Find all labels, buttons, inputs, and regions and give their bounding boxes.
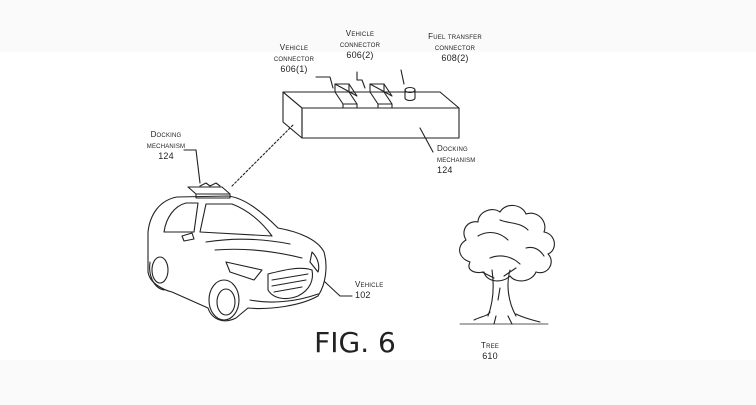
label-line: Vehicle bbox=[279, 43, 309, 52]
label-docking-mechanism-detail: Docking mechanism 124 bbox=[437, 143, 507, 176]
label-line: connector bbox=[339, 40, 381, 49]
label-fuel-transfer-connector: Fuel transfer connector 608(2) bbox=[410, 31, 500, 64]
reference-number: 606(2) bbox=[346, 50, 374, 60]
label-tree: Tree 610 bbox=[465, 340, 515, 362]
top-band bbox=[0, 0, 756, 52]
label-docking-mechanism-car: Docking mechanism 124 bbox=[136, 129, 196, 162]
figure-label: FIG. 6 bbox=[314, 326, 396, 359]
label-line: Tree bbox=[480, 341, 500, 350]
fuel-transfer-connector-shape bbox=[404, 86, 416, 102]
detail-link-line bbox=[231, 124, 294, 187]
car-drawing bbox=[147, 182, 353, 322]
bottom-band bbox=[0, 360, 756, 405]
reference-number: 606(1) bbox=[280, 64, 308, 74]
label-line: mechanism bbox=[437, 155, 476, 164]
label-line: connector bbox=[434, 43, 476, 52]
reference-number: 608(2) bbox=[441, 53, 469, 63]
reference-number: 610 bbox=[482, 351, 498, 361]
label-line: Vehicle bbox=[345, 29, 375, 38]
vehicle-connector-2-shape bbox=[369, 83, 393, 109]
reference-number: 124 bbox=[437, 165, 453, 175]
label-line: Docking bbox=[150, 130, 182, 139]
vehicle-connector-1-shape bbox=[334, 83, 358, 109]
label-vehicle: Vehicle 102 bbox=[355, 279, 415, 301]
label-line: Docking bbox=[437, 144, 468, 153]
label-line: Vehicle bbox=[355, 280, 384, 289]
reference-number: 124 bbox=[158, 151, 174, 161]
label-vehicle-connector-2: Vehicle connector 606(2) bbox=[330, 28, 390, 61]
label-vehicle-connector-1: Vehicle connector 606(1) bbox=[262, 42, 326, 75]
label-line: connector bbox=[273, 54, 315, 63]
label-line: mechanism bbox=[146, 141, 186, 150]
reference-number: 102 bbox=[355, 290, 371, 300]
docking-box-drawing bbox=[282, 69, 460, 153]
label-line: Fuel transfer bbox=[428, 32, 482, 41]
tree-drawing bbox=[459, 204, 555, 325]
